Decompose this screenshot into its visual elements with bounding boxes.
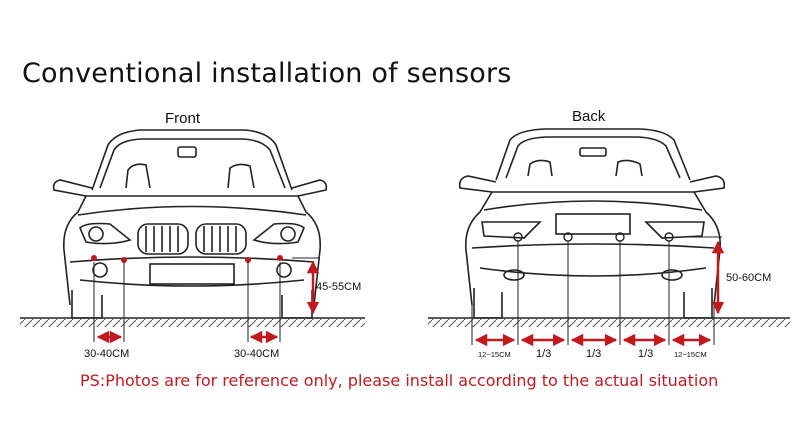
page-title: Conventional installation of sensors	[22, 58, 512, 89]
sensor-dot	[277, 255, 283, 261]
front-sensors	[91, 255, 283, 263]
sensor-dot	[91, 255, 97, 261]
front-left-spacing-label: 30-40CM	[84, 348, 129, 360]
sensor-dot	[245, 257, 251, 263]
front-right-spacing-label: 30-40CM	[234, 348, 279, 360]
front-height-label: 45-55CM	[316, 281, 361, 293]
back-dimensions	[471, 236, 722, 345]
back-spacing-label-3: 1/3	[586, 348, 601, 360]
reference-note: PS:Photos are for reference only, please…	[80, 371, 719, 390]
back-height-label: 50-60CM	[726, 272, 771, 284]
front-dimensions	[93, 257, 320, 342]
back-ground	[428, 317, 790, 327]
back-spacing-label-1: 12~15CM	[478, 350, 511, 359]
front-ground	[20, 317, 365, 327]
back-car-drawing	[458, 128, 726, 319]
back-spacing-label-5: 12~15CM	[674, 350, 707, 359]
back-spacing-label-2: 1/3	[536, 348, 551, 360]
back-spacing-label-4: 1/3	[638, 348, 653, 360]
back-view-label: Back	[572, 108, 606, 125]
back-arrows	[474, 240, 725, 347]
front-arrows	[96, 260, 320, 344]
front-view-label: Front	[165, 110, 201, 127]
front-car-drawing	[52, 129, 328, 319]
sensor-dot	[121, 257, 127, 263]
